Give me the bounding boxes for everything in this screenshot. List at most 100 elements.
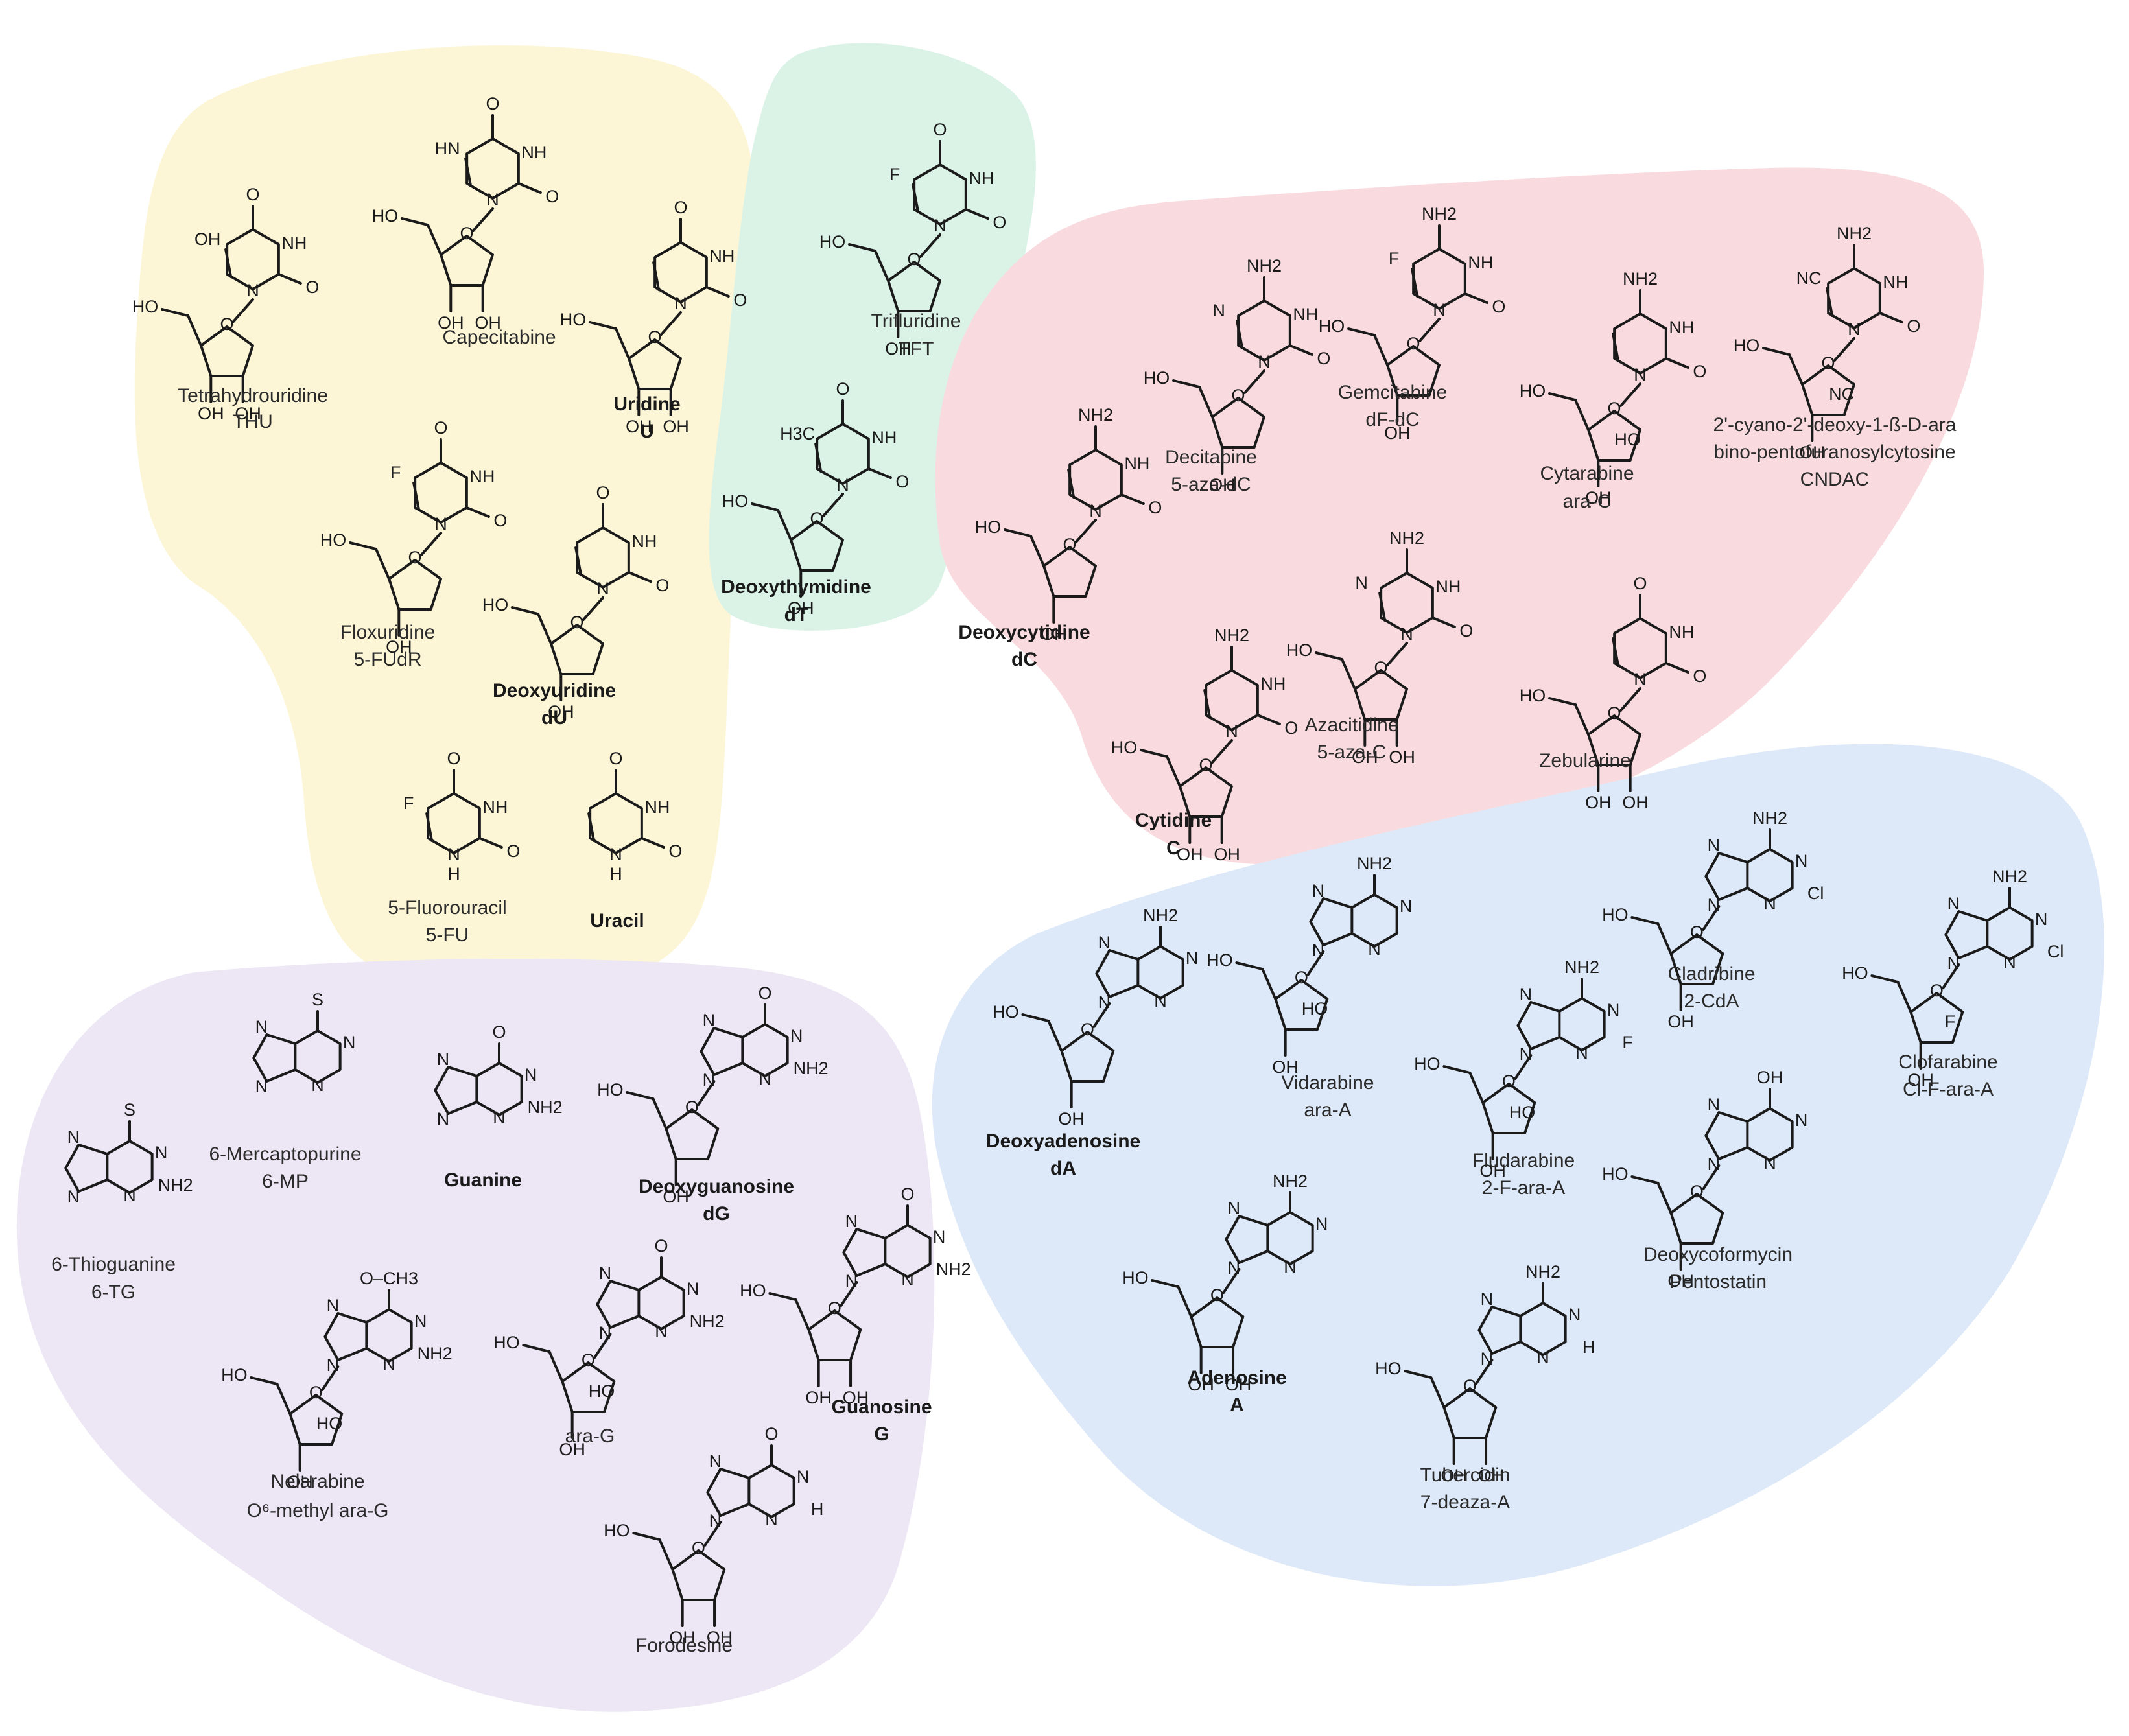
bond	[640, 837, 665, 849]
carbonyl-o: O	[493, 511, 507, 530]
ring-bonds	[1179, 766, 1233, 818]
bond	[1315, 651, 1344, 661]
caption-zeb-1: Zebularine	[1539, 750, 1631, 771]
hydroxyl-5: HO	[975, 517, 1002, 537]
bond	[1347, 327, 1376, 337]
n3: N	[2003, 952, 2016, 972]
caption-cyt-2: C	[1166, 838, 1181, 859]
hydroxyl-5: HO	[597, 1080, 624, 1099]
bond	[427, 224, 443, 257]
bond	[705, 286, 730, 298]
caption-dc-2: dC	[1011, 649, 1037, 670]
c5-substituent: N	[1212, 301, 1225, 320]
caption-tft-2: TFT	[899, 338, 934, 360]
ring-bonds	[1442, 1387, 1498, 1439]
bond	[1574, 399, 1590, 432]
hydroxyl-3: OH	[1041, 624, 1067, 644]
bond	[401, 217, 430, 227]
bond	[1664, 357, 1689, 369]
n1: N	[609, 845, 622, 864]
carbonyl-o: O	[655, 576, 669, 595]
carbonyl-o: O	[836, 379, 849, 399]
n1: N	[1795, 851, 1808, 871]
ring-bonds	[1516, 1001, 1561, 1050]
bond	[321, 1365, 340, 1391]
c6-substituent: O	[492, 1022, 506, 1042]
n1: N	[414, 1311, 427, 1331]
n9: N	[255, 1077, 268, 1096]
carbonyl-o: NH2	[1078, 405, 1113, 425]
ring-bonds	[671, 1549, 726, 1601]
bond	[1468, 1072, 1485, 1105]
bond	[1341, 658, 1357, 691]
ring-bonds	[1669, 1193, 1724, 1245]
hydroxyl-2: OH	[663, 417, 689, 436]
bond	[1630, 1175, 1660, 1185]
ara-substituent: HO	[1509, 1103, 1536, 1122]
n3: N	[1575, 1043, 1588, 1062]
ring-o: O	[1295, 968, 1308, 987]
n1: N	[596, 579, 609, 598]
ring-o: O	[1690, 1182, 1704, 1201]
bond	[537, 613, 553, 646]
bond	[660, 311, 682, 336]
caption-flu-2: 2-F-ara-A	[1482, 1177, 1565, 1199]
ring-bonds	[1587, 714, 1641, 766]
bond	[626, 1091, 655, 1101]
c5-substituent: F	[390, 463, 401, 482]
bond	[1211, 739, 1233, 764]
hydroxyl-3: OH	[788, 598, 814, 618]
bond	[822, 493, 844, 517]
ring-o: O	[582, 1350, 595, 1370]
ring-bonds	[200, 325, 254, 377]
n1: N	[2035, 909, 2048, 929]
hydroxyl-3: OH	[885, 339, 912, 358]
bond	[1120, 493, 1145, 505]
bond	[472, 207, 494, 232]
caption-cndac-1: 2'-cyano-2'-deoxy-1-ß-D-ara	[1713, 414, 1957, 436]
c5-substituent: HN	[435, 139, 460, 158]
carbonyl-o: O	[1284, 718, 1298, 738]
carbonyl-o: O	[895, 472, 909, 491]
n3: N	[901, 1270, 914, 1289]
ring-bonds	[288, 1394, 344, 1446]
bond	[919, 233, 941, 258]
carbonyl-o: O	[447, 749, 460, 768]
bond	[1411, 268, 1419, 298]
bond	[1896, 981, 1912, 1014]
ring-o: O	[810, 509, 823, 528]
caption-dt-1: Deoxythymidine	[721, 576, 871, 598]
n3: NH	[1293, 305, 1318, 324]
hydroxyl-5: HO	[740, 1281, 766, 1300]
caption-pento-1: Deoxycoformycin	[1643, 1244, 1793, 1265]
n3: N	[765, 1510, 778, 1529]
hydroxyl-5: HO	[1319, 316, 1345, 336]
bond	[1788, 353, 1804, 386]
bond	[1222, 1268, 1241, 1294]
ring-bonds	[1477, 1306, 1522, 1355]
n7: N	[1481, 1289, 1494, 1309]
n3: NH	[631, 532, 657, 551]
carbonyl-o: O	[506, 841, 520, 861]
ring-bonds	[1354, 669, 1408, 721]
hydroxyl-5: HO	[1144, 368, 1170, 388]
captions-layer: Tetrahydrouridine THU Capecitabine Uridi…	[51, 311, 1998, 1656]
bond	[250, 1376, 279, 1386]
hydroxyl-3: OH	[1667, 1012, 1694, 1031]
carbonyl-o: O	[1693, 666, 1706, 686]
caption-aza-2: 5-aza-C	[1317, 742, 1387, 763]
n1: N	[1400, 897, 1413, 916]
ring-bonds	[628, 338, 682, 390]
caption-cyt-1: Cytidine	[1135, 810, 1212, 831]
caption-uri-1: Uridine	[613, 393, 680, 415]
caption-deci-2: 5-aza-dC	[1171, 474, 1251, 495]
n3: NH	[871, 428, 897, 447]
bond	[587, 812, 596, 842]
